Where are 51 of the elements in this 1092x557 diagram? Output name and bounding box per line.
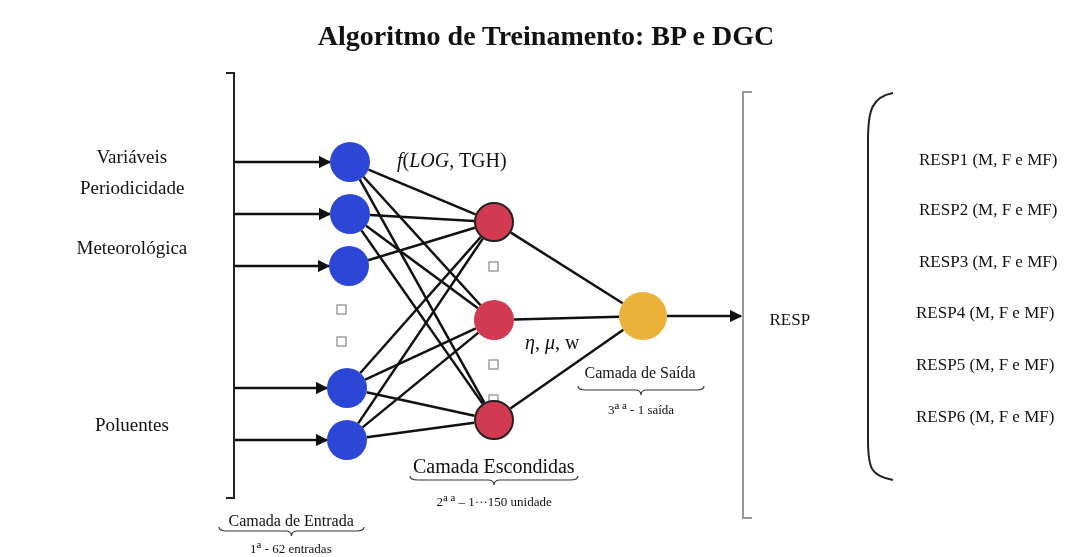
neuron-circle <box>619 292 667 340</box>
output-label: RESP4 (M, F e MF) <box>916 303 1055 323</box>
connection-line <box>369 213 475 223</box>
connection-line <box>362 175 482 307</box>
arrow <box>235 259 331 273</box>
neuron-circle <box>474 202 514 242</box>
neuron-circle <box>327 368 367 408</box>
output-label: RESP5 (M, F e MF) <box>916 355 1055 375</box>
arrow <box>667 309 743 323</box>
connection-line <box>367 226 476 262</box>
neuron-circle <box>330 142 370 182</box>
neuron-circle <box>329 246 369 286</box>
connection-line <box>365 224 479 310</box>
layer-label: Camada de Saída <box>584 364 696 383</box>
connection-line <box>510 231 624 305</box>
output-label: RESP1 (M, F e MF) <box>919 150 1058 170</box>
parameter-label: η, μ, w <box>525 330 580 354</box>
neuron-circle <box>327 420 367 460</box>
connection-line <box>364 327 477 381</box>
output-label: RESP2 (M, F e MF) <box>919 200 1058 220</box>
arrow <box>235 207 332 221</box>
neuron-circle <box>474 300 514 340</box>
connection-line <box>360 229 484 405</box>
arrow <box>235 381 329 395</box>
connection-line <box>361 331 480 429</box>
connection-line <box>366 391 475 417</box>
arrow <box>235 155 332 169</box>
connection-line <box>366 421 475 439</box>
layer-note: 1$^{a}$ - 62 entradas <box>250 537 332 557</box>
input-label: Poluentes <box>95 414 169 436</box>
neuron-circle <box>474 400 514 440</box>
layer-note: 3$^{a a}$ - 1 saída <box>608 398 675 418</box>
connection-line <box>358 178 486 404</box>
input-label: Periodicidade <box>80 177 185 199</box>
input-label: Variáveis <box>96 146 168 168</box>
output-label: RESP3 (M, F e MF) <box>919 252 1058 272</box>
connection-line <box>367 168 477 216</box>
output-label: RESP <box>769 310 811 330</box>
neuron-circle <box>330 194 370 234</box>
output-label: RESP6 (M, F e MF) <box>916 407 1055 427</box>
layer-label: Camada Escondidas <box>413 454 575 478</box>
connection-line <box>513 315 620 321</box>
title: Algoritmo de Treinamento: BP e DGC <box>317 20 775 51</box>
function-label: f(LOG, TGH) <box>397 148 507 172</box>
input-label: Meteorológica <box>76 237 188 259</box>
layer-label: Camada de Entrada <box>228 512 354 531</box>
arrow <box>235 433 329 447</box>
connection-line <box>359 236 482 374</box>
layer-note: 2$^{a a}$ – 1···150 unidade <box>436 490 552 510</box>
connection-line <box>509 328 625 410</box>
connection-line <box>357 237 484 425</box>
